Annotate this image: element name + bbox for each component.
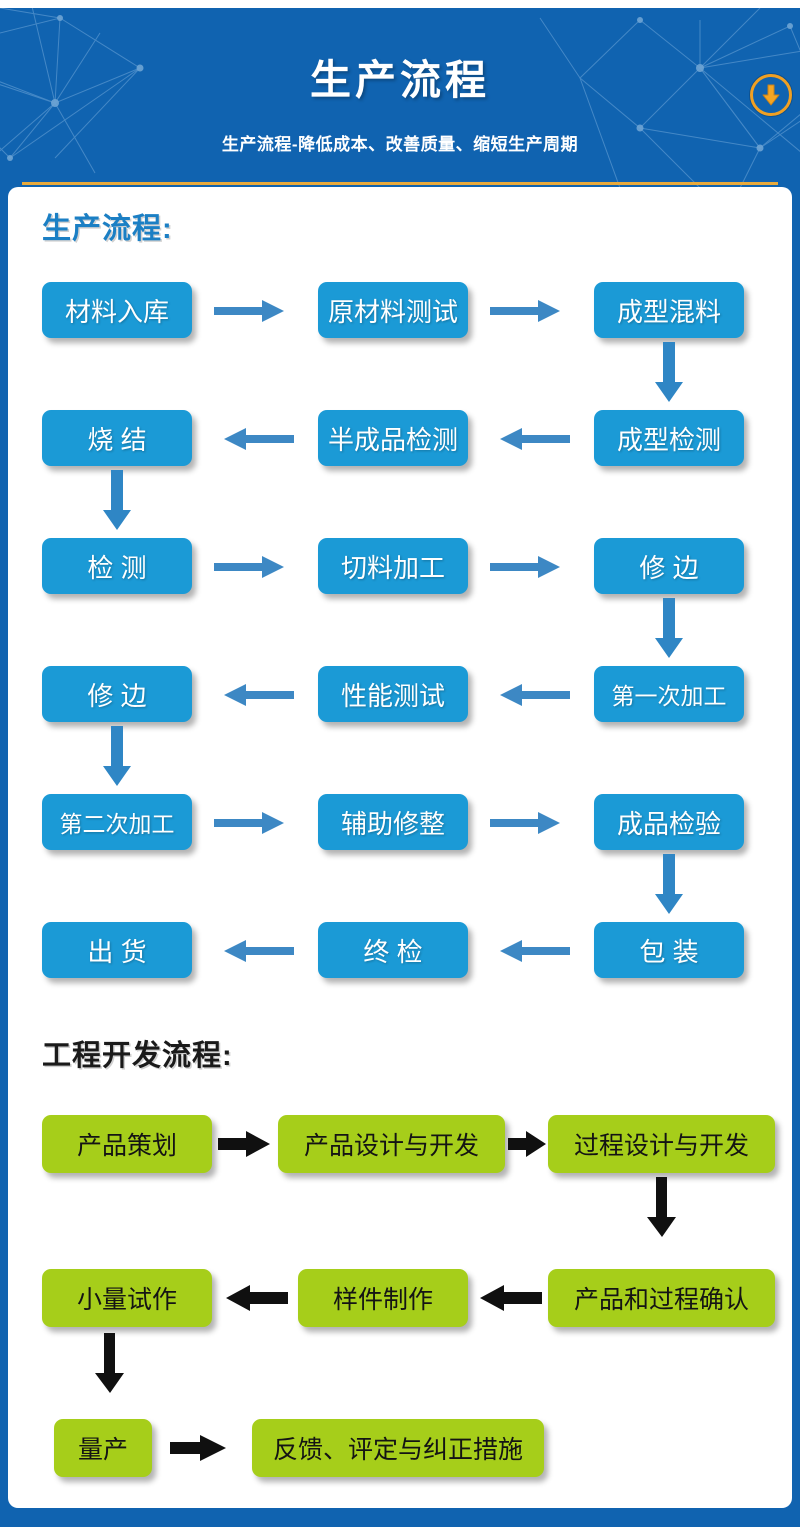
arrow-down-icon bbox=[93, 1333, 127, 1395]
arrow-right-icon bbox=[508, 1131, 550, 1157]
node-final-check[interactable]: 终 检 bbox=[318, 922, 468, 978]
page-title: 生产流程 bbox=[310, 57, 490, 103]
node-product-planning[interactable]: 产品策划 bbox=[42, 1115, 212, 1173]
arrow-right-icon bbox=[218, 1131, 274, 1157]
node-mass-production[interactable]: 量产 bbox=[54, 1419, 152, 1477]
page-header: 生产流程 生产流程-降低成本、改善质量、缩短生产周期 bbox=[0, 8, 800, 187]
node-small-batch-trial[interactable]: 小量试作 bbox=[42, 1269, 212, 1327]
node-cutting-processing[interactable]: 切料加工 bbox=[318, 538, 468, 594]
node-feedback-assessment-corrective-action[interactable]: 反馈、评定与纠正措施 bbox=[252, 1419, 544, 1477]
node-forming-mixing[interactable]: 成型混料 bbox=[594, 282, 744, 338]
arrow-left-icon bbox=[490, 939, 570, 963]
arrow-left-icon bbox=[214, 427, 294, 451]
arrow-left-icon bbox=[220, 1285, 288, 1311]
arrow-right-icon bbox=[170, 1435, 232, 1461]
node-product-process-validation[interactable]: 产品和过程确认 bbox=[548, 1269, 775, 1327]
arrow-left-icon bbox=[490, 683, 570, 707]
section-heading-production: 生产流程: bbox=[42, 213, 173, 245]
node-sintering[interactable]: 烧 结 bbox=[42, 410, 192, 466]
node-packaging[interactable]: 包 装 bbox=[594, 922, 744, 978]
node-product-design-development[interactable]: 产品设计与开发 bbox=[278, 1115, 505, 1173]
node-forming-inspection[interactable]: 成型检测 bbox=[594, 410, 744, 466]
arrow-right-icon bbox=[214, 299, 294, 323]
arrow-down-icon bbox=[101, 470, 133, 532]
node-second-machining[interactable]: 第二次加工 bbox=[42, 794, 192, 850]
node-auxiliary-finishing[interactable]: 辅助修整 bbox=[318, 794, 468, 850]
arrow-left-icon bbox=[490, 427, 570, 451]
node-performance-test[interactable]: 性能测试 bbox=[318, 666, 468, 722]
node-trimming-2[interactable]: 修 边 bbox=[42, 666, 192, 722]
content-card: 生产流程: 材料入库 原材料测试 成型混料 烧 结 半成品检测 成型检测 bbox=[8, 187, 792, 1508]
arrow-right-icon bbox=[490, 811, 570, 835]
node-semi-finished-inspection[interactable]: 半成品检测 bbox=[318, 410, 468, 466]
node-shipment[interactable]: 出 货 bbox=[42, 922, 192, 978]
arrow-left-icon bbox=[214, 939, 294, 963]
arrow-down-icon bbox=[645, 1177, 679, 1239]
arrow-down-icon bbox=[653, 854, 685, 916]
node-first-machining[interactable]: 第一次加工 bbox=[594, 666, 744, 722]
download-arrow-icon[interactable] bbox=[750, 74, 792, 116]
arrow-right-icon bbox=[490, 555, 570, 579]
arrow-right-icon bbox=[214, 811, 294, 835]
arrow-down-icon bbox=[653, 598, 685, 660]
node-sample-making[interactable]: 样件制作 bbox=[298, 1269, 468, 1327]
node-raw-material-test[interactable]: 原材料测试 bbox=[318, 282, 468, 338]
page-subtitle: 生产流程-降低成本、改善质量、缩短生产周期 bbox=[221, 135, 579, 154]
node-final-product-inspection[interactable]: 成品检验 bbox=[594, 794, 744, 850]
node-process-design-development[interactable]: 过程设计与开发 bbox=[548, 1115, 775, 1173]
arrow-right-icon bbox=[490, 299, 570, 323]
arrow-down-icon bbox=[101, 726, 133, 788]
node-trimming-1[interactable]: 修 边 bbox=[594, 538, 744, 594]
arrow-down-icon bbox=[653, 342, 685, 404]
section-heading-engineering: 工程开发流程: bbox=[42, 1040, 233, 1072]
node-inspection[interactable]: 检 测 bbox=[42, 538, 192, 594]
arrow-left-icon bbox=[214, 683, 294, 707]
node-material-inbound[interactable]: 材料入库 bbox=[42, 282, 192, 338]
network-pattern-decoration bbox=[0, 8, 800, 187]
gold-divider bbox=[22, 182, 778, 185]
arrow-left-icon bbox=[472, 1285, 542, 1311]
arrow-right-icon bbox=[214, 555, 294, 579]
